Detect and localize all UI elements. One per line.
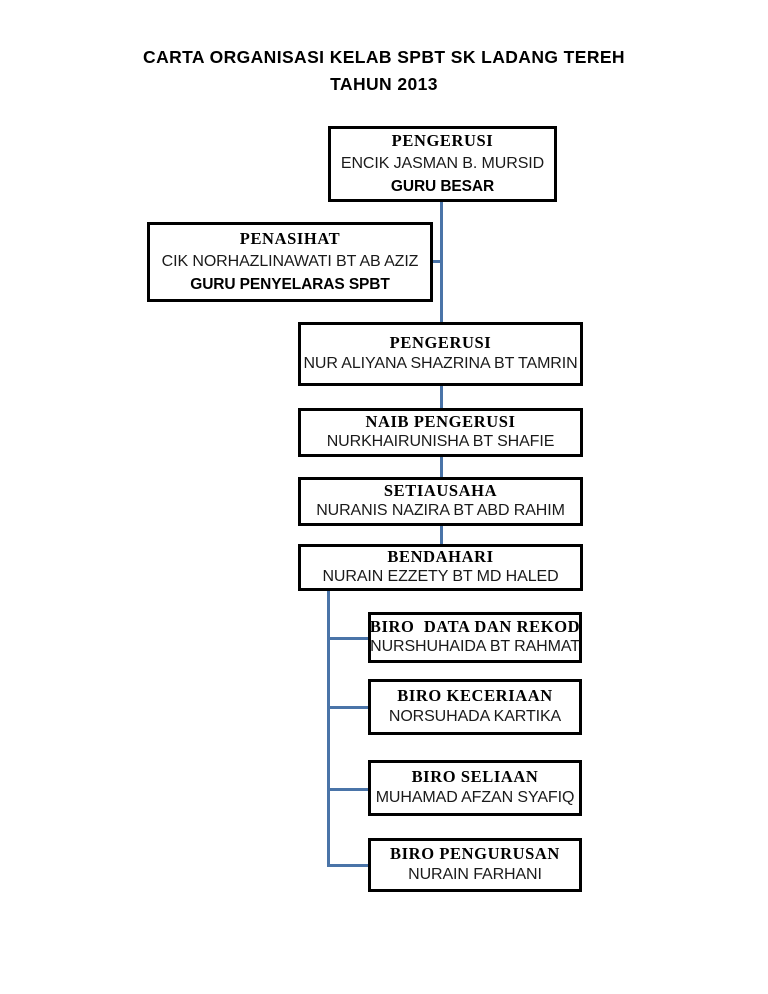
node-role-label: BIRO KECERIAAN [397, 686, 553, 706]
page-title-line-1: CARTA ORGANISASI KELAB SPBT SK LADANG TE… [143, 47, 625, 67]
node-biro-data-dan-rekod[interactable]: BIRO DATA DAN REKOD NURSHUHAIDA BT RAHMA… [368, 612, 582, 663]
node-person-name: NURKHAIRUNISHA BT SHAFIE [326, 433, 555, 451]
connector-branch-biro-seliaan [327, 788, 371, 791]
node-pengerusi-murid[interactable]: PENGERUSI NUR ALIYANA SHAZRINA BT TAMRIN [298, 322, 583, 386]
node-role-label: BIRO DATA DAN REKOD [369, 616, 581, 636]
node-role-label: PENGERUSI [389, 333, 492, 353]
node-setiausaha[interactable]: SETIAUSAHA NURANIS NAZIRA BT ABD RAHIM [298, 477, 583, 526]
node-role-label: PENASIHAT [239, 229, 341, 249]
node-person-name: CIK NORHAZLINAWATI BT AB AZIZ [161, 252, 419, 270]
node-person-name: NURAIN EZZETY BT MD HALED [322, 568, 559, 586]
node-person-name: NORSUHADA KARTIKA [388, 707, 562, 725]
node-subrole-label: GURU PENYELARAS SPBT [190, 275, 390, 293]
connector-branch-biro-keceriaan [327, 706, 371, 709]
node-biro-keceriaan[interactable]: BIRO KECERIAAN NORSUHADA KARTIKA [368, 679, 582, 735]
connector-pengerusi-to-naib [440, 386, 443, 410]
node-bendahari[interactable]: BENDAHARI NURAIN EZZETY BT MD HALED [298, 544, 583, 591]
node-role-label: BIRO SELIAAN [411, 767, 539, 787]
node-biro-seliaan[interactable]: BIRO SELIAAN MUHAMAD AFZAN SYAFIQ [368, 760, 582, 816]
node-person-name: NUR ALIYANA SHAZRINA BT TAMRIN [303, 354, 578, 372]
node-naib-pengerusi[interactable]: NAIB PENGERUSI NURKHAIRUNISHA BT SHAFIE [298, 408, 583, 457]
node-role-label: SETIAUSAHA [383, 480, 498, 500]
node-pengerusi-guru-besar[interactable]: PENGERUSI ENCIK JASMAN B. MURSID GURU BE… [328, 126, 557, 202]
node-subrole-label: GURU BESAR [390, 177, 495, 195]
node-person-name: NURSHUHAIDA BT RAHMAT [370, 638, 580, 656]
node-penasihat[interactable]: PENASIHAT CIK NORHAZLINAWATI BT AB AZIZ … [147, 222, 433, 302]
node-person-name: ENCIK JASMAN B. MURSID [340, 154, 545, 172]
node-role-label: BIRO PENGURUSAN [390, 844, 560, 864]
connector-branch-biro-pengurusan [327, 864, 371, 867]
node-role-label: BENDAHARI [387, 546, 494, 566]
connector-naib-to-setiausaha [440, 455, 443, 478]
node-person-name: MUHAMAD AFZAN SYAFIQ [375, 788, 575, 806]
connector-branch-biro-data-rekod [327, 637, 371, 640]
node-role-label: PENGERUSI [391, 131, 494, 151]
connector-setiausaha-to-bendahari [440, 524, 443, 545]
page-title-line-2: TAHUN 2013 [330, 74, 438, 94]
page-title: CARTA ORGANISASI KELAB SPBT SK LADANG TE… [0, 44, 768, 98]
connector-trunk-lower [327, 591, 330, 867]
node-person-name: NURANIS NAZIRA BT ABD RAHIM [316, 502, 565, 520]
node-role-label: NAIB PENGERUSI [365, 411, 516, 431]
node-biro-pengurusan[interactable]: BIRO PENGURUSAN NURAIN FARHANI [368, 838, 582, 892]
node-person-name: NURAIN FARHANI [408, 865, 542, 883]
connector-branch-penasihat [430, 260, 443, 263]
